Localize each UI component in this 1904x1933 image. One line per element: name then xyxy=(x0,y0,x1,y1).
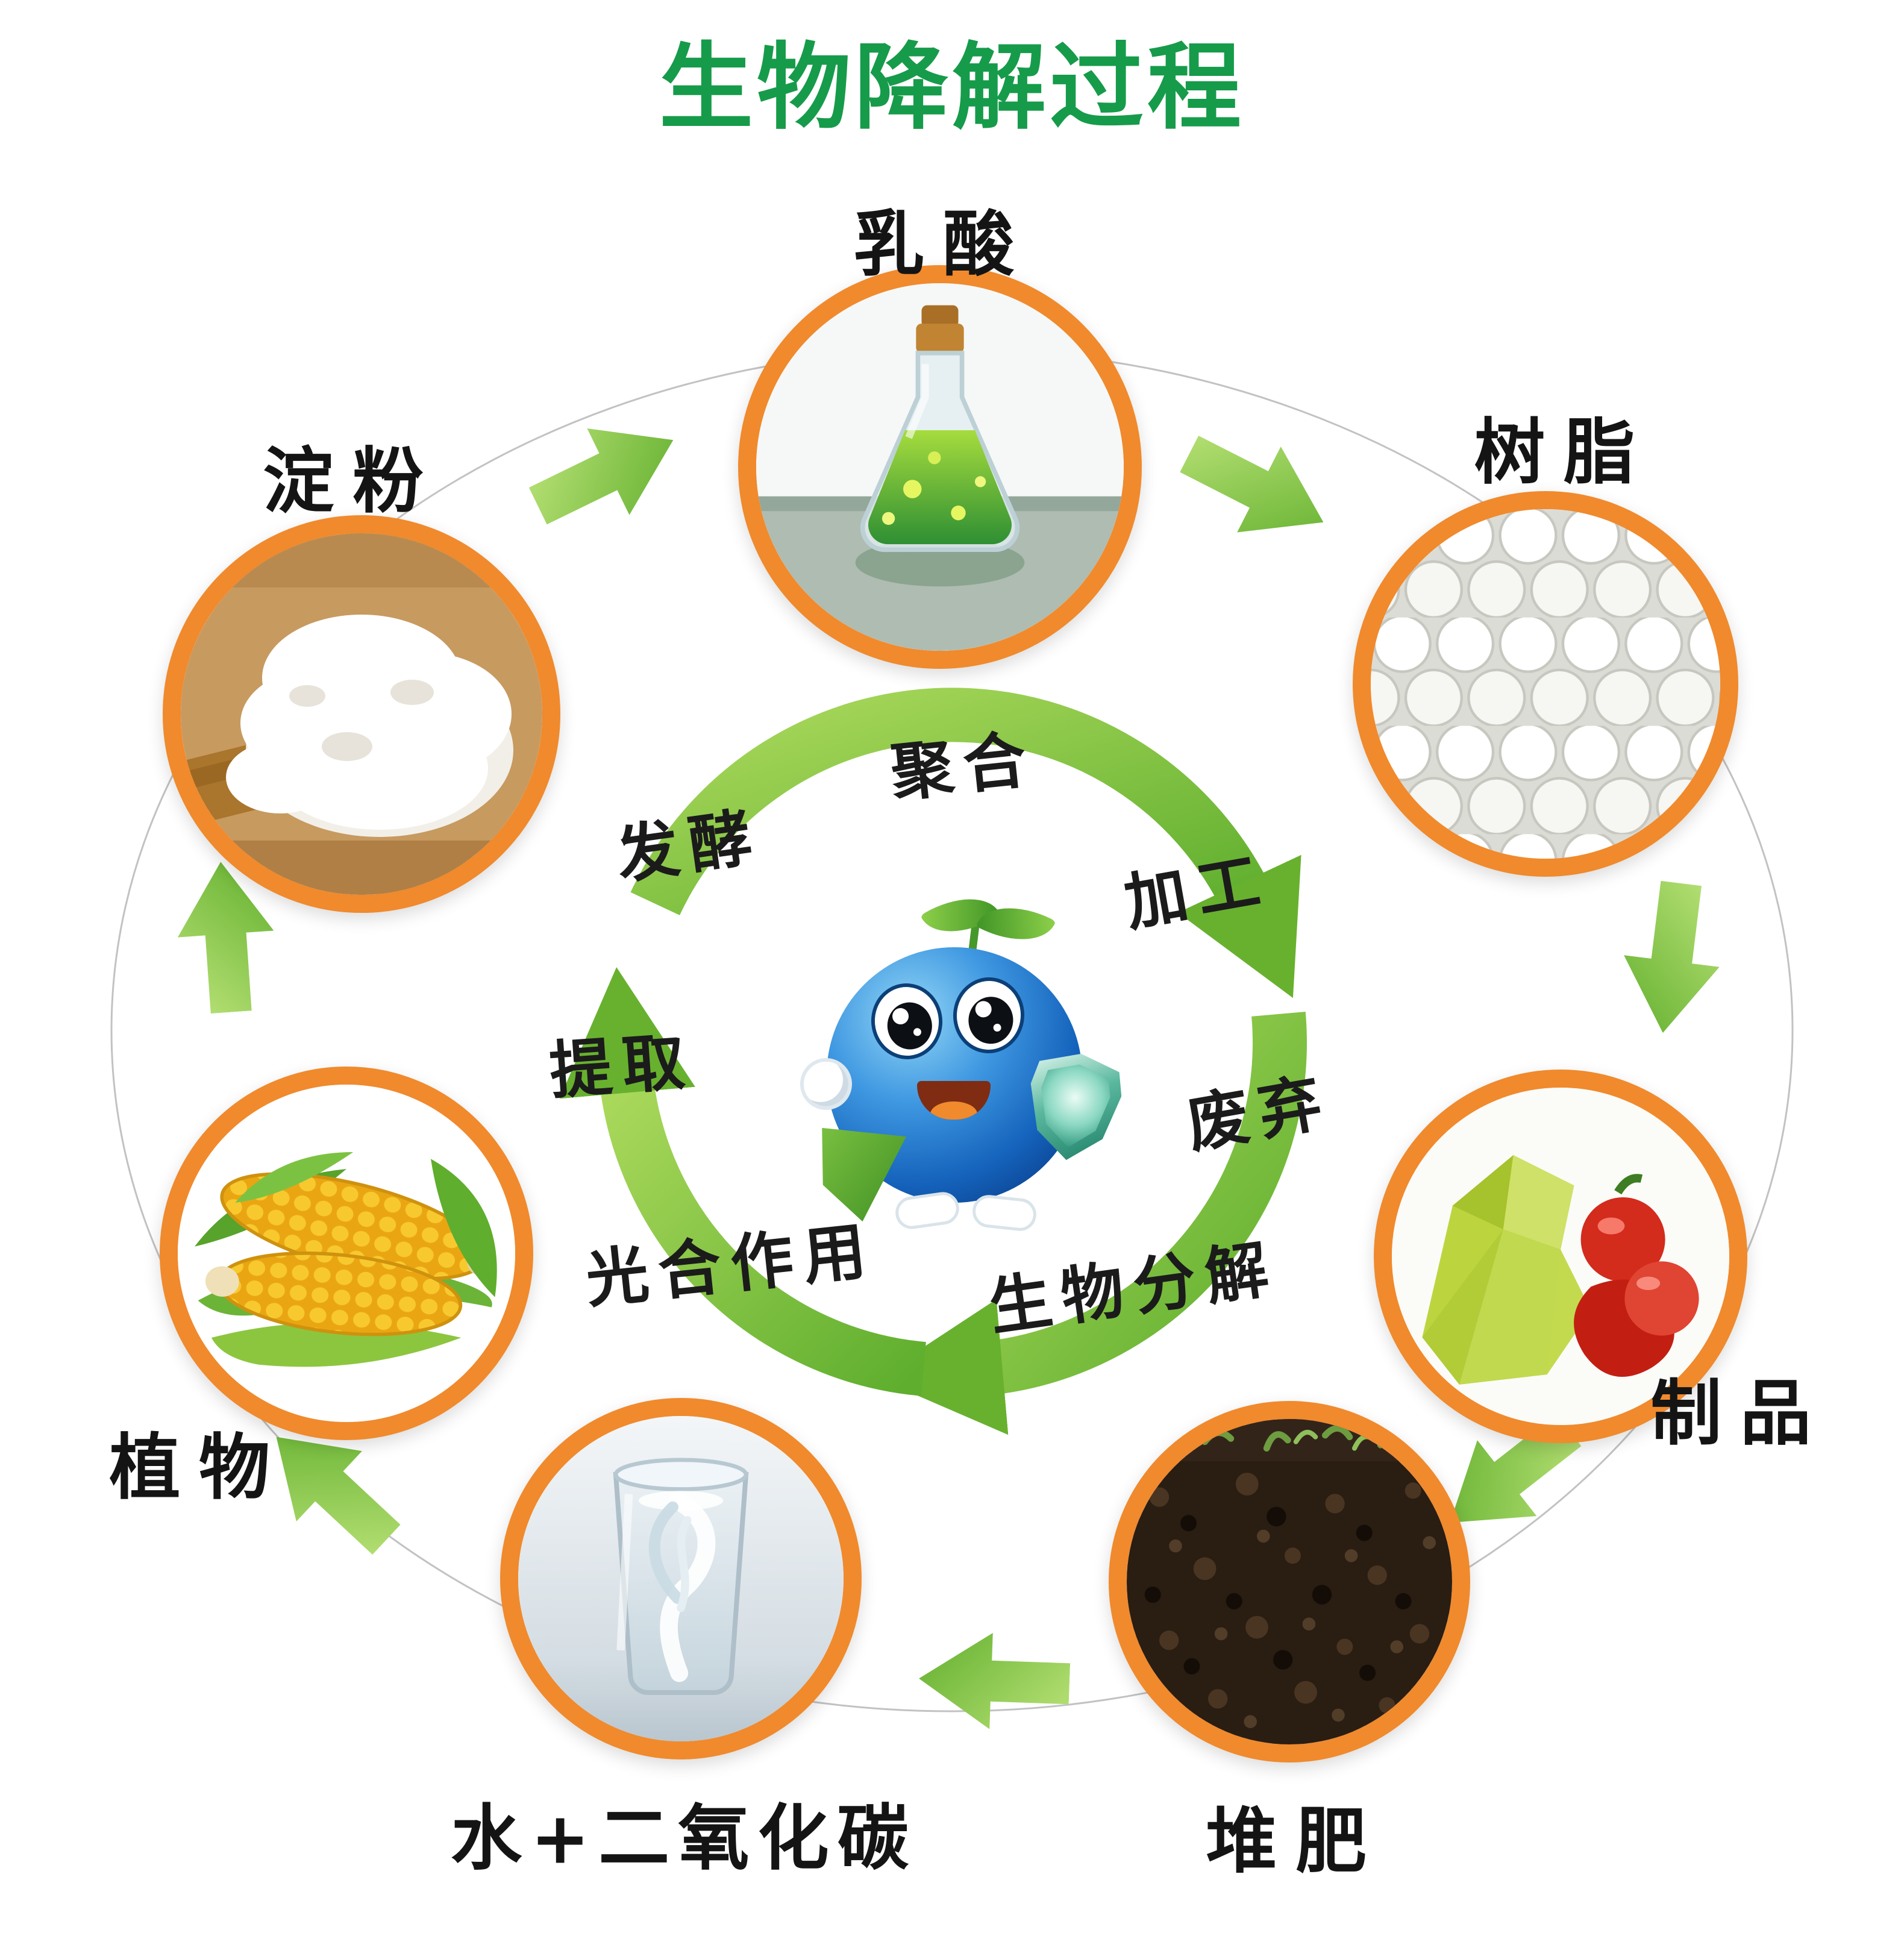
node-label-products: 制品 xyxy=(1650,1371,1830,1455)
bag-and-produce-icon xyxy=(1392,1088,1729,1425)
leaf-icon xyxy=(975,890,1056,957)
node-image-water-co2 xyxy=(500,1398,862,1759)
flask-icon xyxy=(756,283,1124,651)
node-image-starch xyxy=(163,515,560,913)
mascot-tongue xyxy=(930,1101,977,1120)
mascot-foot-left xyxy=(893,1189,962,1232)
corn-icon xyxy=(178,1085,515,1422)
node-label-compost: 堆肥 xyxy=(1206,1799,1385,1883)
node-image-resin xyxy=(1353,491,1738,877)
process-label-polymerization: 聚合 xyxy=(887,722,1040,810)
page-title: 生物降解过程 xyxy=(659,33,1245,142)
mascot-hand xyxy=(800,1058,852,1110)
node-label-resin: 树脂 xyxy=(1474,410,1653,494)
water-glass-icon xyxy=(518,1416,844,1741)
inner-cycle-arrows xyxy=(559,688,1307,1435)
resin-pellets-icon xyxy=(1371,509,1720,859)
node-image-plants xyxy=(160,1067,533,1440)
node-label-water-co2: 水+二氧化碳 xyxy=(451,1796,917,1880)
starch-powder-icon xyxy=(181,533,542,895)
soil-icon xyxy=(1127,1419,1452,1744)
process-label-extraction: 提取 xyxy=(547,1024,698,1108)
node-label-lactic-acid: 乳酸 xyxy=(853,202,1033,286)
mascot-foot-right xyxy=(971,1193,1038,1233)
node-label-starch: 淀粉 xyxy=(263,439,442,523)
node-image-compost xyxy=(1109,1401,1470,1762)
node-label-plants: 植物 xyxy=(109,1426,289,1509)
mascot-character xyxy=(789,880,1127,1253)
node-image-lactic-acid xyxy=(738,265,1142,669)
